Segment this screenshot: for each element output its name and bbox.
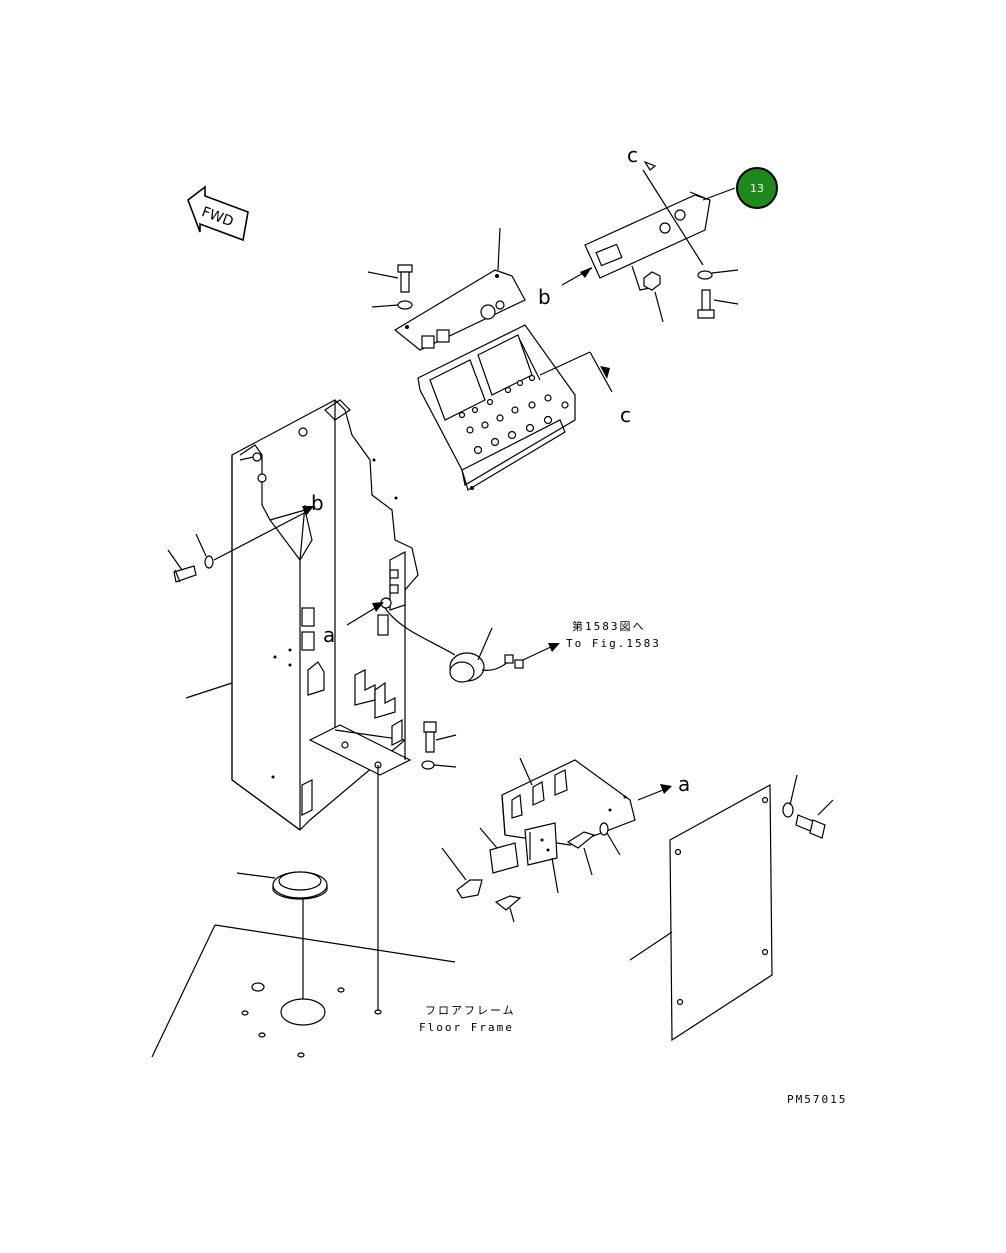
column-housing	[185, 399, 419, 831]
callout-number: 13	[750, 182, 764, 195]
view-label-b-plate: b	[538, 285, 551, 309]
floor-frame	[151, 765, 456, 1058]
floor-label-jp: フロアフレーム	[425, 1004, 516, 1017]
base-bolt	[421, 721, 457, 770]
buzzer-assembly	[346, 597, 560, 683]
drawing-code: PM57015	[787, 1093, 847, 1106]
column-bolts	[167, 506, 314, 583]
fig-ref-jp: 第1583図へ	[572, 619, 646, 633]
relay-bracket	[441, 757, 672, 923]
floor-label-en: Floor Frame	[419, 1021, 514, 1034]
fig-ref-en: To Fig.1583	[566, 637, 661, 650]
cover-plate	[629, 774, 834, 1042]
fwd-arrow: FWD	[187, 185, 249, 242]
view-label-b-column: b	[311, 491, 324, 515]
monitor-panel	[417, 324, 613, 491]
view-label-c-top: c	[627, 143, 638, 167]
view-label-a-column: a	[323, 623, 335, 647]
callout-badge[interactable]: 13	[736, 167, 778, 209]
view-label-a-bracket: a	[678, 772, 690, 796]
panel-plate	[393, 227, 526, 351]
bracket-c	[561, 160, 739, 323]
plate-bolts	[367, 264, 413, 310]
view-label-c-panel: c	[620, 403, 631, 427]
